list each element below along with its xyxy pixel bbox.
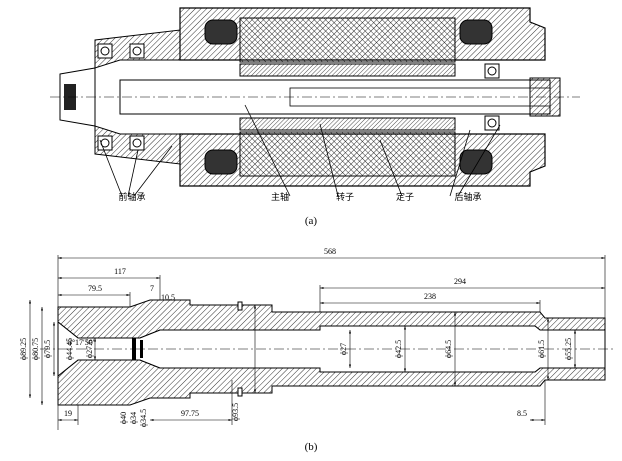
dim-dia-89-25: ϕ89.25 (19, 338, 28, 360)
label-stator: 定子 (396, 191, 414, 202)
label-spindle: 主轴 (271, 191, 289, 202)
dim-dia-64-5: ϕ64.5 (444, 340, 453, 358)
label-leaders (99, 104, 501, 197)
dim-dia-27: ϕ27 (339, 343, 348, 355)
dim-19: 19 (64, 409, 72, 418)
dim-294: 294 (454, 277, 466, 286)
dim-238: 238 (424, 292, 436, 301)
dim-dia-79-5: ϕ79.5 (43, 340, 52, 358)
dim-dia-93-5: ϕ93.5 (231, 403, 240, 421)
dim-dia-55-25: ϕ55.25 (564, 338, 573, 360)
caption-a: (a) (305, 215, 318, 227)
dim-7: 7 (150, 284, 154, 293)
spindle-assembly-section (50, 7, 580, 187)
dim-dia-27-6: ϕ27.6 (85, 340, 94, 358)
spindle-shaft-drawing (40, 299, 615, 406)
dim-dia-42-5: ϕ42.5 (394, 340, 403, 358)
dim-dia-34: ϕ34 (129, 412, 138, 424)
dim-117: 117 (114, 267, 126, 276)
dim-10-5: 10.5 (161, 293, 175, 302)
dim-angle: 8°17′50″ (68, 338, 96, 347)
caption-b: (b) (305, 441, 318, 453)
dim-8-5: 8.5 (517, 409, 527, 418)
dim-dia-61-5: ϕ61.5 (537, 340, 546, 358)
label-rear-bearing: 后轴承 (454, 191, 481, 202)
dim-dia-80-75: ϕ80.75 (31, 338, 40, 360)
label-rotor: 转子 (336, 191, 354, 202)
dim-568: 568 (324, 247, 336, 256)
dim-97-75: 97.75 (181, 409, 199, 418)
dim-dia-44-45: ϕ44.45 (65, 338, 74, 360)
dim-dia-40: ϕ40 (119, 412, 128, 424)
dim-79-5: 79.5 (88, 284, 102, 293)
label-front-bearing: 前轴承 (118, 191, 145, 202)
dim-dia-34-5: ϕ34.5 (139, 409, 148, 427)
dimension-lines (28, 255, 606, 430)
